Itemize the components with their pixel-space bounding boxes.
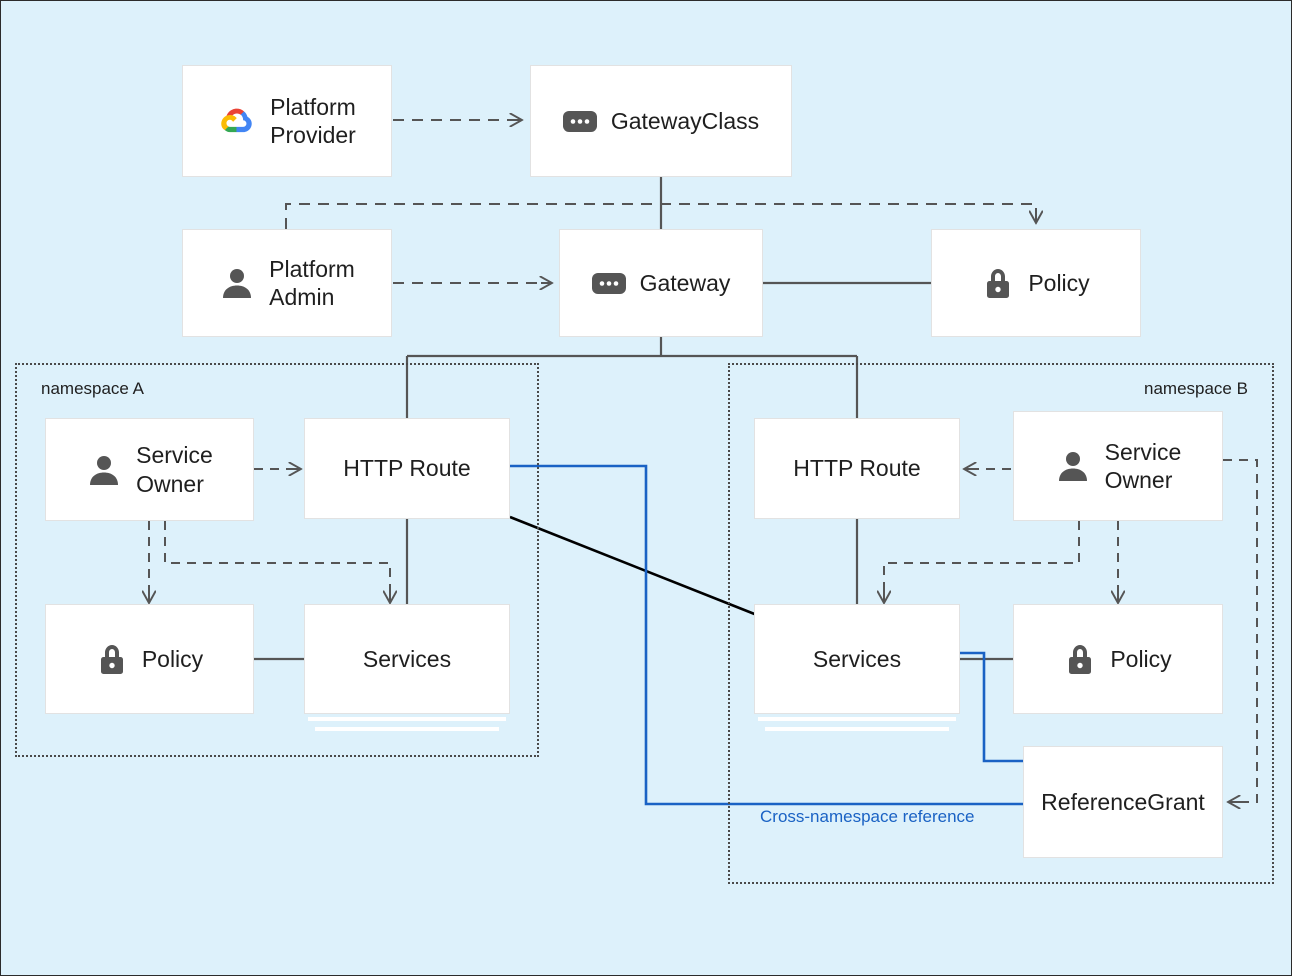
namespace-a-label: namespace A <box>41 379 145 398</box>
lock-icon <box>1064 641 1096 677</box>
node-label: Policy <box>141 645 204 672</box>
node-label: HTTP Route <box>343 455 471 482</box>
node-label: Service Owner <box>1104 438 1182 493</box>
node-label: Services <box>362 645 452 672</box>
node-policy-top[interactable]: Policy <box>931 229 1141 337</box>
node-label: Policy <box>1028 269 1090 296</box>
node-services-b[interactable]: Services <box>754 604 960 714</box>
node-platform-admin[interactable]: Platform Admin <box>182 229 392 337</box>
services-b-stack-layer-1 <box>758 717 956 721</box>
node-service-owner-a[interactable]: Service Owner <box>45 418 254 521</box>
node-label: Service Owner <box>136 442 213 497</box>
gateway-class-icon <box>591 272 626 294</box>
node-label: Policy <box>1110 645 1172 672</box>
person-icon <box>86 452 122 488</box>
services-a-stack-layer-1 <box>308 717 506 721</box>
services-a-stack-layer-2 <box>315 727 499 731</box>
node-platform-provider[interactable]: Platform Provider <box>182 65 392 177</box>
cross-namespace-reference-label: Cross-namespace reference <box>760 807 975 826</box>
node-label: Services <box>812 645 902 672</box>
node-policy-b[interactable]: Policy <box>1013 604 1223 714</box>
node-label: Gateway <box>639 269 731 296</box>
gateway-class-icon <box>562 110 597 132</box>
node-gateway[interactable]: Gateway <box>559 229 763 337</box>
node-label: Platform Admin <box>269 255 355 310</box>
node-label: ReferenceGrant <box>1041 788 1205 815</box>
node-gateway-class[interactable]: GatewayClass <box>530 65 792 177</box>
node-reference-grant[interactable]: ReferenceGrant <box>1023 746 1223 858</box>
node-services-a[interactable]: Services <box>304 604 510 714</box>
node-service-owner-b[interactable]: Service Owner <box>1013 411 1223 521</box>
node-policy-a[interactable]: Policy <box>45 604 254 714</box>
services-b-stack-layer-2 <box>765 727 949 731</box>
google-cloud-logo-icon <box>218 102 256 140</box>
lock-icon <box>982 265 1014 301</box>
person-icon <box>1055 448 1091 484</box>
node-http-route-b[interactable]: HTTP Route <box>754 418 960 519</box>
lock-icon <box>96 641 128 677</box>
namespace-b-label: namespace B <box>1144 379 1248 398</box>
node-label: HTTP Route <box>793 455 921 482</box>
node-http-route-a[interactable]: HTTP Route <box>304 418 510 519</box>
node-label: GatewayClass <box>610 107 760 134</box>
person-icon <box>219 265 255 301</box>
node-label: Platform Provider <box>270 93 356 148</box>
